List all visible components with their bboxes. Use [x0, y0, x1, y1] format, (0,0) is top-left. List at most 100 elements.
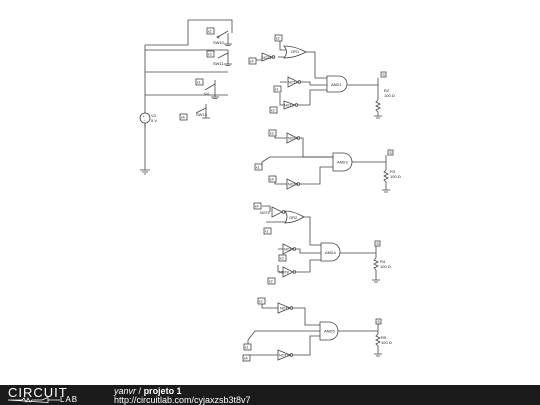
svg-text:AND3: AND3	[337, 160, 348, 165]
or-gate-or2: OR2	[284, 210, 305, 224]
svg-text:V3: V3	[151, 113, 157, 118]
svg-text:x1: x1	[275, 88, 279, 92]
switch-sw13: SW13	[195, 104, 210, 119]
output-probe-s1: S	[380, 71, 387, 78]
svg-text:S: S	[377, 320, 380, 324]
svg-text:NOT8: NOT8	[279, 271, 289, 275]
svg-text:100 Ω: 100 Ω	[381, 340, 392, 345]
switch-bank: SW10 SW11 V4 SW13 x2 x3 x1	[139, 19, 233, 175]
not-gate-not8: NOT8	[279, 266, 297, 278]
svg-text:x4: x4	[244, 357, 248, 361]
svg-text:x3: x3	[270, 132, 274, 136]
svg-text:NOT4: NOT4	[288, 137, 298, 141]
svg-text:x1: x1	[256, 166, 260, 170]
not-gate-not2: NOT2	[287, 76, 302, 88]
node-tag-b4a: x2	[257, 297, 266, 305]
svg-text:OR1: OR1	[291, 49, 300, 54]
svg-text:V4: V4	[204, 91, 210, 96]
project-name[interactable]: projeto 1	[143, 386, 182, 396]
username-link[interactable]: yanvr	[114, 386, 137, 396]
node-tag-b2a: x3	[268, 129, 277, 137]
svg-text:SW11: SW11	[213, 61, 224, 66]
svg-text:NOT5: NOT5	[288, 183, 298, 187]
svg-text:AND1: AND1	[331, 82, 342, 87]
logic-block-1: OR1 NOT1 NOT2 NOT3 AND1 R2 100 Ω S x2 x4	[248, 34, 395, 119]
node-tag-b3c: x3	[278, 254, 287, 262]
svg-text:x3: x3	[271, 109, 275, 113]
svg-text:NOT9: NOT9	[280, 307, 290, 311]
and-gate-and5: AND5	[319, 321, 339, 341]
svg-text:−: −	[143, 119, 145, 123]
resistor-r5: R5 100 Ω	[375, 333, 392, 354]
node-tag-b1a: x2	[274, 34, 283, 42]
not-gate-not10: NOT10	[277, 349, 294, 361]
svg-text:x1: x1	[197, 81, 201, 85]
svg-text:NOT10: NOT10	[279, 354, 291, 358]
svg-text:R2: R2	[384, 88, 390, 93]
resistor-r2: R2 100 Ω	[375, 88, 395, 116]
switch-sw11: SW11	[213, 50, 232, 66]
not-gate-not7: NOT7	[282, 243, 297, 255]
node-tag-x1: x1	[195, 78, 204, 86]
logo-text-circuit: CIRCUIT	[8, 385, 68, 400]
svg-text:S: S	[382, 73, 385, 77]
not-gate-not9: NOT9	[277, 302, 294, 314]
node-tag-b3d: x2	[267, 277, 276, 285]
not-gate-not6: NOT6	[260, 206, 286, 218]
svg-text:OR2: OR2	[289, 215, 298, 220]
svg-text:100 Ω: 100 Ω	[380, 264, 391, 269]
svg-text:R5: R5	[381, 335, 387, 340]
switch-v4: V4	[204, 80, 219, 99]
svg-text:x4: x4	[250, 60, 254, 64]
node-tag-x4: x4	[179, 113, 188, 121]
node-tag-b4c: x4	[242, 354, 251, 362]
circuitlab-logo[interactable]: CIRCUIT LAB	[8, 385, 98, 404]
and-gate-and1: AND1	[326, 75, 348, 93]
node-tag-x3: x3	[206, 50, 215, 58]
or-gate-or1: OR1	[283, 45, 307, 59]
svg-text:100 Ω: 100 Ω	[390, 174, 401, 179]
svg-text:x2: x2	[259, 300, 263, 304]
node-tag-b1b: x4	[248, 57, 257, 65]
svg-text:100 Ω: 100 Ω	[384, 93, 395, 98]
title-separator: /	[138, 386, 142, 396]
svg-text:S: S	[389, 151, 392, 155]
not-gate-not5: NOT5	[286, 178, 301, 190]
svg-text:x1: x1	[245, 346, 249, 350]
project-title: yanvr / projeto 1	[114, 386, 182, 396]
circuit-schematic: SW10 SW11 V4 SW13 x2 x3 x1	[139, 19, 401, 362]
svg-text:NOT7: NOT7	[284, 248, 294, 252]
and-gate-and4: AND4	[320, 242, 341, 262]
node-tag-b2b: x1	[254, 163, 263, 171]
svg-text:NOT1: NOT1	[262, 56, 272, 60]
switch-sw10: SW10	[213, 30, 232, 46]
svg-text:SW13: SW13	[196, 112, 208, 117]
svg-text:+: +	[143, 115, 145, 119]
footer-bar: CIRCUIT LAB yanvr / projeto 1 http://cir…	[0, 385, 540, 405]
output-probe-s3: S	[374, 240, 381, 247]
logic-block-4: NOT9 NOT10 AND5 R5 100 Ω S x2 x1 x4	[242, 297, 392, 362]
node-tag-b4b: x1	[243, 343, 252, 351]
project-url[interactable]: http://circuitlab.com/cyjaxzsb3t8v7	[114, 395, 251, 405]
logic-block-2: NOT4 NOT5 AND3 R3 100 Ω S x3 x1 x4	[254, 129, 401, 193]
svg-text:NOT3: NOT3	[284, 104, 294, 108]
not-gate-not1: NOT1	[261, 52, 276, 62]
logo-circuit-symbol	[8, 397, 60, 403]
svg-text:x4: x4	[270, 178, 274, 182]
output-probe-s2: S	[387, 149, 394, 156]
svg-text:R4: R4	[380, 259, 386, 264]
svg-text:x2: x2	[269, 280, 273, 284]
svg-text:x4: x4	[181, 116, 185, 120]
svg-text:x3: x3	[208, 53, 212, 57]
svg-text:AND5: AND5	[324, 329, 335, 334]
logic-block-3: NOT6 OR2 NOT7 NOT8 AND4 R4 100 Ω S x4 x1	[253, 202, 391, 285]
svg-text:S: S	[376, 242, 379, 246]
node-tag-b3a: x4	[253, 202, 262, 210]
svg-text:x4: x4	[255, 205, 259, 209]
node-tag-b1d: x3	[269, 106, 278, 114]
svg-text:SW10: SW10	[213, 40, 225, 45]
svg-text:NOT2: NOT2	[288, 81, 298, 85]
node-tag-b2c: x4	[268, 175, 277, 183]
svg-text:x1: x1	[265, 230, 269, 234]
not-gate-not3: NOT3	[283, 100, 299, 110]
